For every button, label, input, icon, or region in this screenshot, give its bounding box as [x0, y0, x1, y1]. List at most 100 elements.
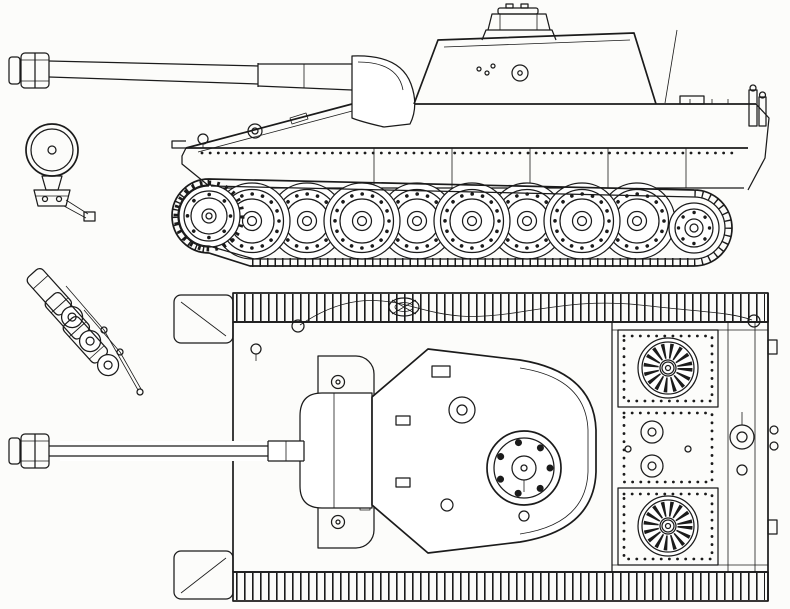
glacis-plate [185, 103, 353, 149]
track-links-front-arc [171, 178, 210, 254]
hull-side-edges [233, 321, 768, 573]
headlamp-housing [25, 123, 79, 177]
front-mudguard-right [173, 550, 234, 600]
filler-cap-center [647, 427, 657, 437]
running-gear [176, 181, 721, 261]
glacis-inner-line [197, 109, 357, 153]
turret-rivet [476, 66, 482, 72]
roof-vent-cover [431, 365, 451, 378]
deck-bolt [624, 445, 632, 453]
deck-seams [689, 99, 729, 104]
rear-exhaust-plan [769, 425, 779, 435]
track-side [171, 178, 733, 267]
headlamp-rim [30, 128, 74, 172]
gun-mantlet [351, 55, 416, 128]
small-port [736, 464, 748, 476]
muzzle-brake-front-baffle [8, 437, 21, 465]
bracket-foot [83, 211, 96, 222]
barrel-front-section [49, 445, 268, 457]
shackle-wrap [391, 299, 417, 315]
exhaust-cap [758, 91, 767, 99]
mudguard-brace [180, 301, 227, 337]
track-band-top [232, 292, 769, 323]
roof-ventilator [448, 396, 476, 424]
tow-cable [291, 297, 761, 333]
rear-fitting [767, 519, 778, 535]
gun-plan [8, 433, 305, 469]
fan-panel-front [617, 329, 719, 408]
top-view [8, 292, 779, 602]
cupola-drum [487, 13, 551, 31]
hull-side [171, 29, 770, 191]
mantlet-outline [299, 392, 373, 509]
cupola-plan [486, 430, 562, 506]
engine-fan-grille [638, 496, 698, 556]
front-mudguard-left [173, 294, 234, 344]
idler-wheel [667, 201, 721, 255]
headlamp-lens-center [47, 145, 57, 155]
cable-eye [291, 319, 305, 333]
pistol-port [511, 64, 529, 82]
turret-outline [413, 32, 657, 105]
mount-bracket [33, 189, 71, 207]
bracket-pivot [116, 348, 124, 356]
exhaust-pipe [748, 89, 758, 127]
turret-side [413, 3, 657, 105]
engine-fan-grille [638, 338, 698, 398]
track-band-bottom [232, 571, 769, 602]
rear-plate [747, 103, 770, 191]
headlamp-plan [250, 343, 262, 355]
cupola-base [481, 29, 557, 41]
hull-panel-seams [373, 148, 687, 188]
drive-sprocket [176, 183, 242, 249]
cupola-inner-ring [493, 437, 555, 499]
turret-outline [371, 348, 597, 554]
headlamp-neck [41, 175, 63, 191]
hatch-hinge [505, 3, 514, 9]
shackle [388, 297, 420, 317]
barrel-rear-section [257, 63, 353, 91]
cupola-periscopes [499, 14, 538, 30]
mantlet-curve-line [357, 61, 404, 91]
deck-intake [679, 95, 705, 105]
shackle-inner [394, 302, 414, 312]
deck-bolt [684, 445, 692, 453]
pistol-port-plug [517, 70, 523, 76]
loader-periscope [395, 477, 411, 488]
roof-port [440, 498, 454, 512]
mudguard-brace [180, 557, 227, 594]
turret-rivet [490, 63, 496, 69]
mantlet-plan [299, 392, 373, 509]
road-wheel-outer [432, 181, 512, 261]
mantlet-side [351, 55, 416, 128]
panel-bolt-dots [622, 411, 714, 484]
track-links-rear-arc [693, 189, 733, 267]
rear-fitting [767, 339, 778, 355]
hatch-handle [520, 3, 529, 9]
hatch-knob [520, 464, 528, 472]
barrel-front-section [48, 60, 259, 85]
exhaust-cap [749, 84, 757, 92]
bracket-bolt [55, 195, 63, 203]
turret-inner-line [519, 367, 589, 535]
fan-panel-rear [617, 487, 719, 566]
muzzle-brake-lines [21, 440, 49, 462]
front-fender-tip [171, 140, 186, 149]
antenna [664, 29, 678, 104]
gunner-periscope [395, 415, 411, 426]
filler-cap [640, 420, 664, 444]
bracket-pivot [100, 326, 108, 334]
driver-visor [289, 112, 309, 125]
ventilator-center [456, 404, 468, 416]
panel-bolt-dots [622, 334, 714, 403]
detail-headlight [25, 123, 96, 222]
cooling-port [729, 424, 755, 450]
turret-rivet [484, 70, 490, 76]
cable-eye [747, 314, 761, 328]
bracket-rods [103, 329, 142, 391]
turret-port [518, 510, 530, 522]
filler-cap-center [647, 461, 657, 471]
gun-side [8, 52, 353, 91]
